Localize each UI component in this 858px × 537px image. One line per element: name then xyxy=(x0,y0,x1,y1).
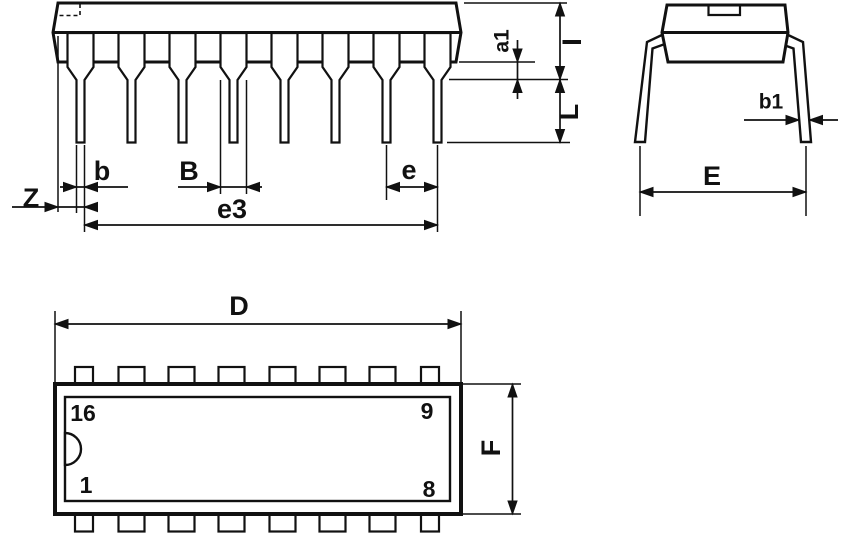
dimension-e: e xyxy=(386,155,438,192)
end-leg-left xyxy=(633,32,667,144)
side-view: b Z B e e3 xyxy=(12,1,587,232)
side-extension-lines xyxy=(57,2,570,232)
dim-label-F: F xyxy=(476,440,506,457)
arrowhead xyxy=(386,182,400,192)
dimension-b1: b1 xyxy=(744,91,838,125)
top-pin xyxy=(268,365,297,386)
dimension-Z: Z xyxy=(12,183,98,213)
arrowhead xyxy=(809,115,823,125)
arrowhead xyxy=(512,48,523,63)
side-lead xyxy=(66,31,95,144)
end-view: b1 E xyxy=(633,3,838,216)
top-pin xyxy=(318,365,347,386)
arrowhead xyxy=(54,319,69,329)
dim-label-B: B xyxy=(179,156,199,186)
dim-label-D: D xyxy=(229,291,249,321)
top-pin xyxy=(419,365,441,386)
side-lead xyxy=(423,31,452,144)
pin-number-8: 8 xyxy=(423,476,436,502)
dim-label-E: E xyxy=(703,161,721,191)
pin-number-9: 9 xyxy=(421,398,434,424)
arrowhead xyxy=(246,182,260,192)
dim-label-b: b xyxy=(94,156,111,186)
top-pin xyxy=(167,365,196,386)
arrowhead xyxy=(424,220,438,230)
dimension-e3: e3 xyxy=(84,194,438,230)
arrowhead xyxy=(84,220,98,230)
bottom-pin xyxy=(419,512,441,533)
dimension-I-L: I L xyxy=(554,2,587,143)
dim-label-L: L xyxy=(554,104,584,121)
top-view-bottom-pins xyxy=(73,512,441,533)
dim-label-a1: a1 xyxy=(491,29,514,53)
bottom-pin xyxy=(167,512,196,533)
side-lead xyxy=(372,31,401,144)
dimension-E: E xyxy=(639,146,807,216)
top-pin xyxy=(117,365,146,386)
arrowhead xyxy=(785,115,800,125)
arrowhead xyxy=(555,129,565,143)
arrowhead xyxy=(424,182,438,192)
dim-label-I: I xyxy=(557,38,587,46)
arrowhead xyxy=(507,500,518,515)
pin-number-16: 16 xyxy=(70,400,96,426)
dimension-b: b xyxy=(60,156,128,192)
side-lead xyxy=(117,31,146,144)
arrowhead xyxy=(512,79,523,93)
bottom-pin xyxy=(318,512,347,533)
dimension-D: D xyxy=(54,291,462,383)
hidden-notch-dashed xyxy=(59,4,81,17)
arrowhead xyxy=(63,182,77,192)
arrowhead xyxy=(555,79,565,93)
top-body-outline xyxy=(53,382,463,516)
arrowhead xyxy=(555,2,565,17)
dimension-a1: a1 xyxy=(491,29,523,99)
dim-label-e: e xyxy=(401,155,416,185)
side-leads xyxy=(66,31,452,144)
bottom-pin xyxy=(268,512,297,533)
bottom-pin xyxy=(217,512,246,533)
arrowhead xyxy=(207,182,221,192)
top-pin xyxy=(217,365,246,386)
top-view-top-pins xyxy=(73,365,441,386)
side-lead xyxy=(168,31,197,144)
bottom-pin xyxy=(117,512,146,533)
arrowhead xyxy=(447,319,462,329)
bottom-pin xyxy=(73,512,95,533)
pin1-index-notch xyxy=(63,431,83,467)
arrowhead xyxy=(44,202,59,212)
top-view: D 16 9 1 xyxy=(53,291,521,533)
dim-label-b1: b1 xyxy=(759,91,784,114)
arrowhead xyxy=(555,66,565,80)
side-lead xyxy=(270,31,299,144)
arrowhead xyxy=(792,187,807,197)
pin-number-1: 1 xyxy=(80,472,93,498)
dimension-B: B xyxy=(178,156,262,192)
arrowhead xyxy=(507,383,518,398)
dimension-F: F xyxy=(463,383,521,515)
side-lead xyxy=(321,31,350,144)
arrowhead xyxy=(84,202,98,212)
orientation-notch xyxy=(707,5,742,17)
top-pin xyxy=(73,365,95,386)
top-pin xyxy=(368,365,397,386)
arrowhead xyxy=(639,187,654,197)
dim-label-Z: Z xyxy=(23,183,40,213)
side-lead xyxy=(219,31,248,144)
bottom-pin xyxy=(368,512,397,533)
dim-label-e3: e3 xyxy=(217,194,247,224)
